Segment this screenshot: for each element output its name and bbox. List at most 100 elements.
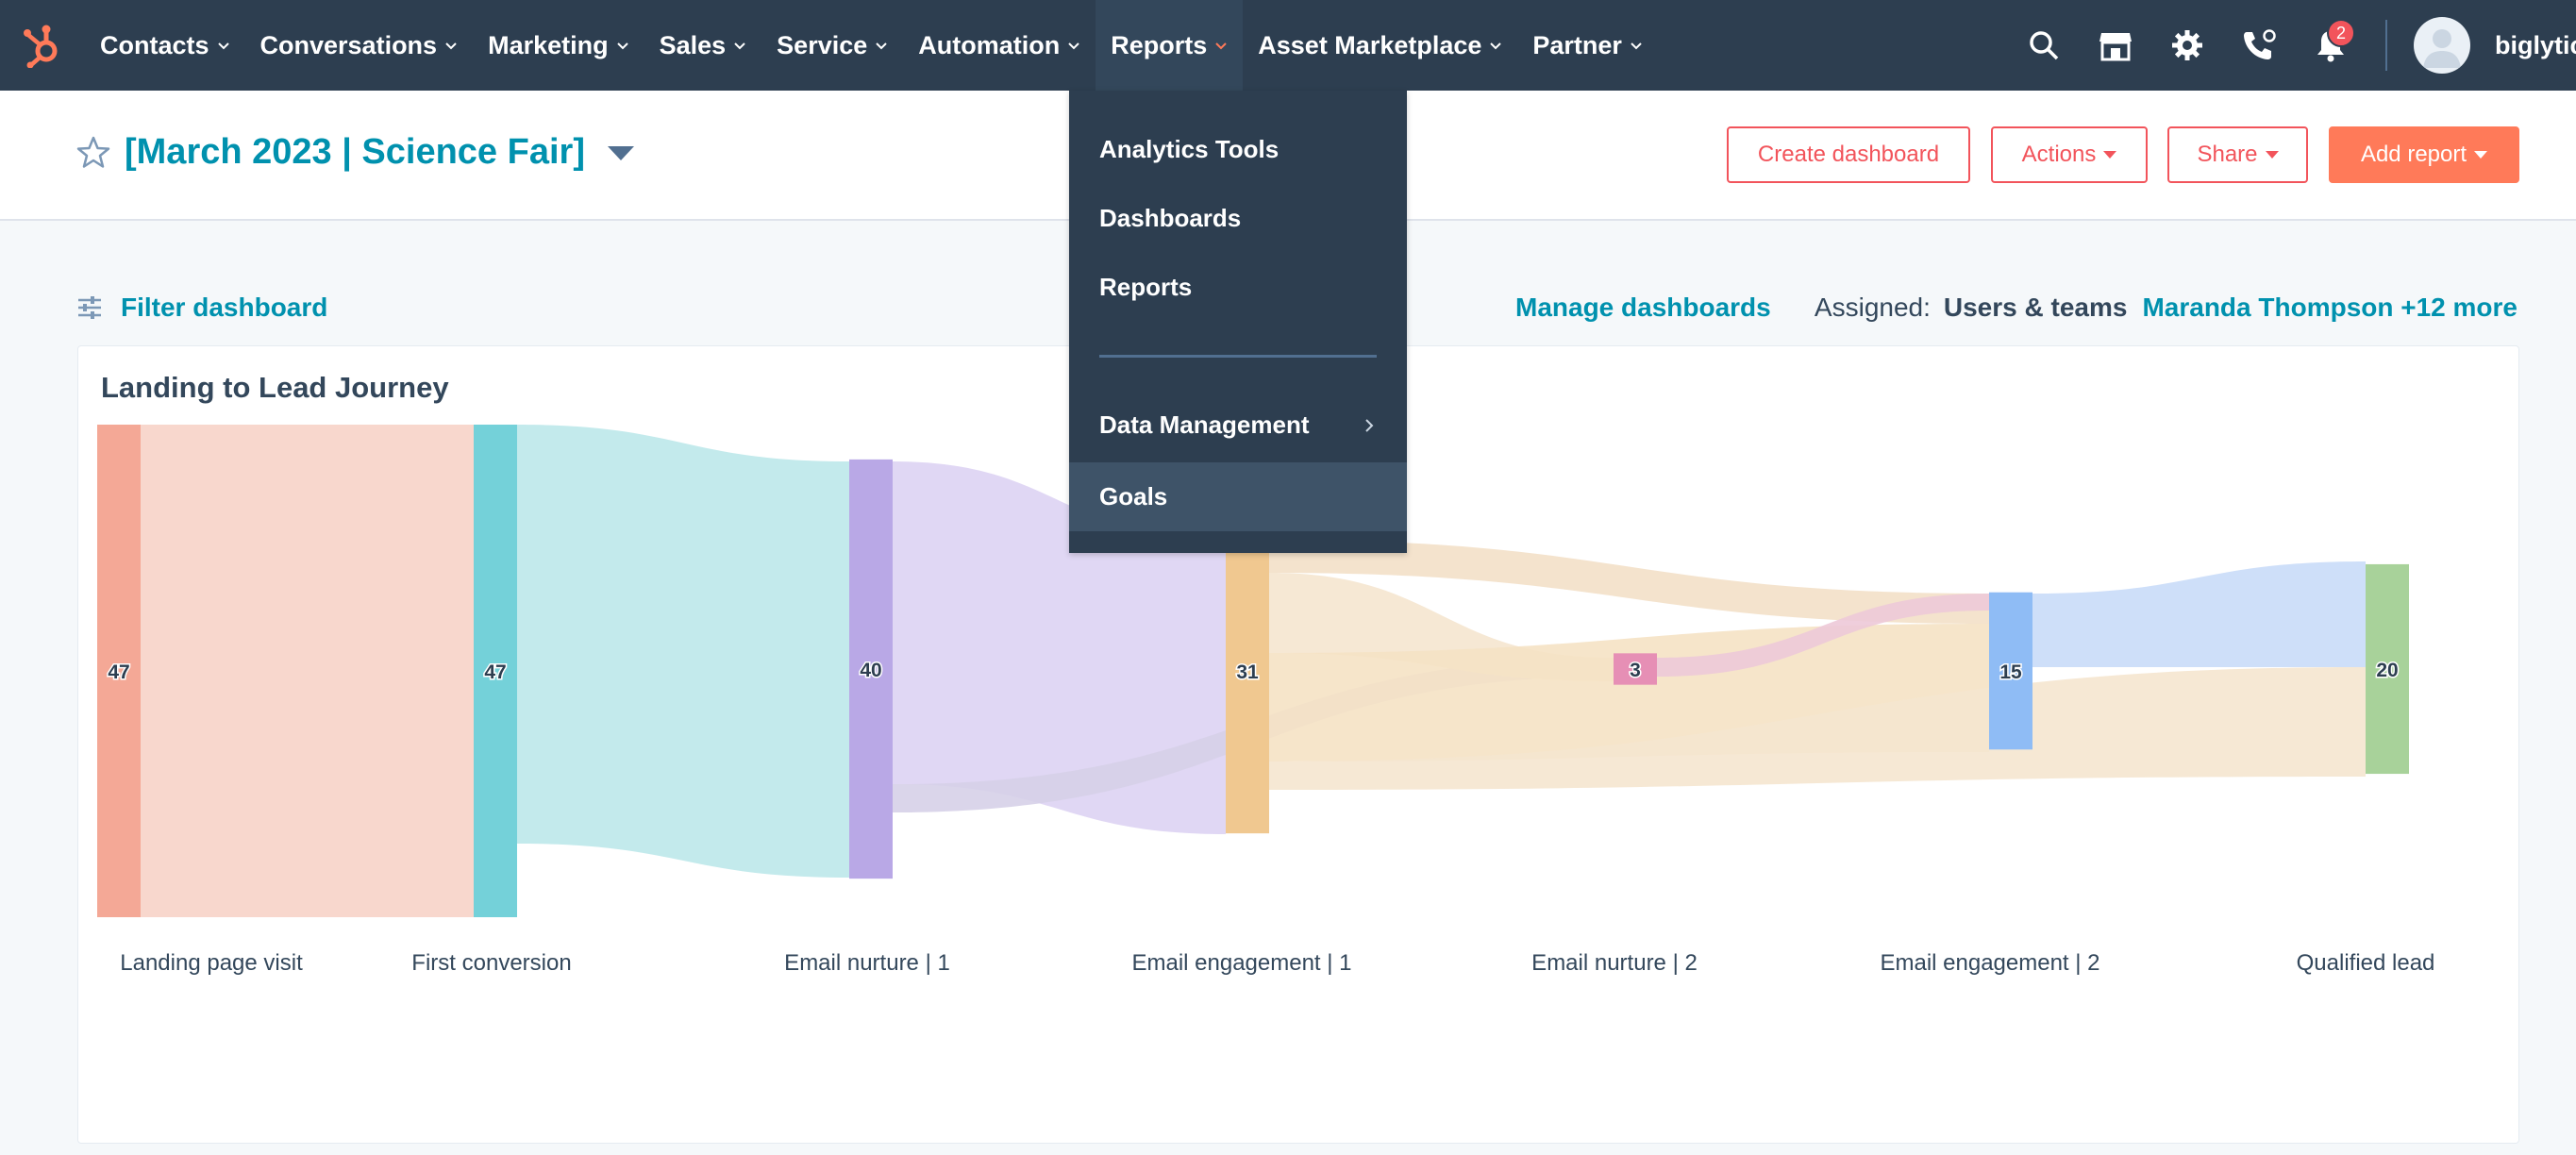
nav-conversations-label: Conversations — [259, 30, 438, 59]
stage-label: Landing page visit — [120, 950, 303, 976]
caret-down-icon — [2265, 151, 2279, 159]
filter-row: Filter dashboard Manage dashboards Assig… — [0, 221, 2576, 343]
chevron-down-icon — [1215, 42, 1227, 50]
dashboard-title-selector[interactable]: [March 2023 | Science Fair] — [75, 132, 634, 173]
nav-reports[interactable]: Reports — [1096, 0, 1244, 91]
nav-service[interactable]: Service — [761, 0, 903, 91]
menu-item-reports[interactable]: Reports — [1069, 253, 1407, 322]
menu-item-data-management[interactable]: Data Management — [1069, 391, 1407, 460]
search-icon[interactable] — [2008, 0, 2080, 91]
report-title[interactable]: Landing to Lead Journey — [101, 371, 449, 404]
nav-sales-label: Sales — [659, 30, 727, 59]
nav-sales[interactable]: Sales — [644, 0, 762, 91]
assigned-value: Users & teams — [1943, 293, 2128, 322]
stage-label: Qualified lead — [2296, 950, 2435, 976]
menu-item-analytics-tools[interactable]: Analytics Tools — [1069, 115, 1407, 184]
caret-down-icon — [2474, 151, 2488, 159]
sankey-node[interactable] — [1614, 653, 1657, 685]
assigned-info: Assigned: Users & teams Maranda Thompson… — [1815, 293, 2517, 323]
nav-marketing-label: Marketing — [488, 30, 609, 59]
manage-dashboards-link[interactable]: Manage dashboards — [1515, 293, 1771, 322]
sankey-link[interactable] — [893, 461, 1226, 834]
sankey-node-value: 47 — [108, 661, 129, 683]
assigned-users-link[interactable]: Maranda Thompson +12 more — [2142, 293, 2517, 322]
actions-button[interactable]: Actions — [1991, 126, 2148, 183]
add-report-button[interactable]: Add report — [2329, 126, 2519, 183]
chevron-right-icon — [1365, 418, 1374, 432]
caret-down-icon — [2103, 151, 2117, 159]
sankey-link[interactable] — [517, 425, 849, 878]
actions-label: Actions — [2021, 142, 2097, 167]
nav-contacts[interactable]: Contacts — [85, 0, 245, 91]
sankey-node[interactable] — [97, 425, 141, 917]
sankey-link[interactable] — [141, 425, 474, 917]
settings-gear-icon[interactable] — [2151, 0, 2223, 91]
hubspot-sprocket-icon[interactable] — [0, 0, 85, 91]
nav-automation[interactable]: Automation — [903, 0, 1096, 91]
notifications-bell-icon[interactable]: 2 — [2295, 0, 2367, 91]
sankey-node[interactable] — [474, 425, 517, 917]
menu-item-goals[interactable]: Goals — [1069, 462, 1407, 531]
nav-partner-label: Partner — [1532, 30, 1622, 59]
filter-sliders-icon — [78, 296, 101, 319]
nav-divider — [2385, 20, 2387, 71]
sankey-link[interactable] — [1269, 540, 1989, 624]
nav-asset-marketplace[interactable]: Asset Marketplace — [1243, 0, 1517, 91]
chevron-down-icon — [1068, 42, 1079, 50]
chevron-down-icon — [217, 42, 229, 50]
sankey-node-value: 40 — [860, 660, 881, 681]
nav-reports-label: Reports — [1111, 30, 1208, 59]
menu-item-label: Dashboards — [1099, 204, 1242, 232]
user-icon — [2423, 29, 2461, 68]
stage-label: First conversion — [411, 950, 572, 976]
chevron-down-icon — [1490, 42, 1502, 50]
sankey-link[interactable] — [1657, 594, 1989, 677]
sankey-chart: 47 47 40 31 3 15 20 — [97, 425, 2409, 917]
chevron-down-icon — [445, 42, 457, 50]
nav-menu: Contacts Conversations Marketing Sales S… — [85, 0, 1658, 91]
add-report-label: Add report — [2360, 142, 2467, 167]
nav-marketing[interactable]: Marketing — [473, 0, 644, 91]
stage-label: Email nurture | 2 — [1531, 950, 1698, 976]
chevron-down-icon — [876, 42, 887, 50]
nav-contacts-label: Contacts — [100, 30, 209, 59]
favorite-star-icon[interactable] — [75, 135, 111, 171]
assigned-label: Assigned: — [1814, 293, 1931, 322]
filter-dashboard-label: Filter dashboard — [121, 293, 328, 322]
sankey-node[interactable] — [2366, 563, 2409, 775]
share-label: Share — [2197, 142, 2258, 167]
marketplace-store-icon[interactable] — [2080, 0, 2151, 91]
calling-phone-icon[interactable] — [2223, 0, 2295, 91]
sankey-link[interactable] — [2032, 561, 2366, 667]
menu-item-label: Reports — [1099, 273, 1193, 301]
share-button[interactable]: Share — [2167, 126, 2308, 183]
reports-dropdown-menu: Analytics Tools Dashboards Reports Data … — [1069, 91, 1407, 553]
create-dashboard-button[interactable]: Create dashboard — [1727, 126, 1970, 183]
nav-asset-marketplace-label: Asset Marketplace — [1258, 30, 1482, 59]
create-dashboard-label: Create dashboard — [1757, 142, 1940, 167]
caret-down-icon[interactable] — [607, 144, 634, 161]
dashboard-title[interactable]: [March 2023 | Science Fair] — [125, 132, 585, 172]
menu-divider — [1099, 355, 1377, 358]
sankey-node-value: 47 — [484, 661, 506, 683]
sankey-node-value: 20 — [2376, 660, 2398, 681]
sankey-node[interactable] — [1989, 592, 2032, 750]
menu-item-dashboards[interactable]: Dashboards — [1069, 184, 1407, 253]
sankey-node-value: 3 — [1630, 660, 1641, 681]
nav-partner[interactable]: Partner — [1517, 0, 1658, 91]
top-navigation: Contacts Conversations Marketing Sales S… — [0, 0, 2576, 91]
filter-dashboard-button[interactable]: Filter dashboard — [77, 293, 327, 323]
sankey-node[interactable] — [1226, 508, 1269, 834]
report-card: Landing to Lead Journey 47 47 40 31 3 15 20 La… — [77, 345, 2519, 1144]
sankey-node[interactable] — [849, 459, 893, 879]
sankey-node-value: 31 — [1236, 661, 1259, 683]
user-avatar[interactable] — [2414, 17, 2470, 74]
sankey-node-value: 15 — [1999, 661, 2022, 683]
account-name[interactable]: biglytics — [2495, 30, 2576, 59]
chevron-down-icon — [1631, 42, 1642, 50]
nav-conversations[interactable]: Conversations — [245, 0, 474, 91]
sankey-link[interactable] — [1269, 667, 2366, 790]
menu-item-label: Analytics Tools — [1099, 135, 1280, 163]
nav-automation-label: Automation — [918, 30, 1061, 59]
menu-item-label: Goals — [1099, 482, 1168, 511]
